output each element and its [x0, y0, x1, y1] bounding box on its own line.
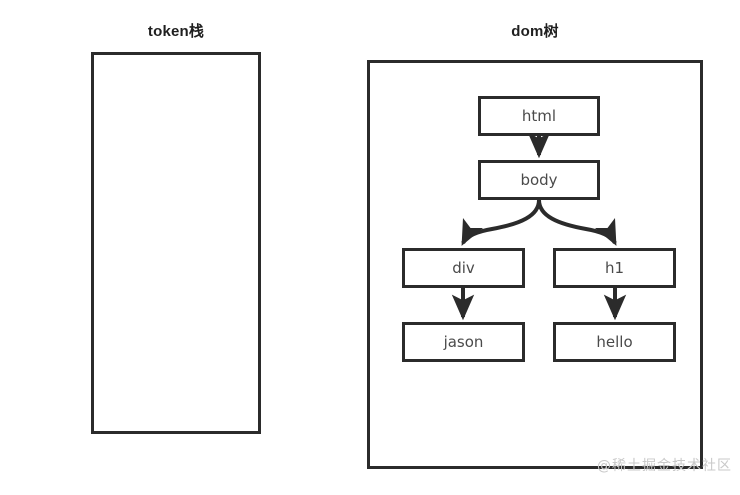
tree-node-hello: hello — [553, 322, 676, 362]
token-stack-title: token栈 — [147, 23, 205, 40]
tree-node-html: html — [478, 96, 600, 136]
tree-node-body: body — [478, 160, 600, 200]
watermark-text: @稀土掘金技术社区 — [597, 458, 732, 474]
tree-node-h1: h1 — [553, 248, 676, 288]
dom-tree-title: dom树 — [511, 23, 559, 40]
token-stack-container — [91, 52, 261, 434]
tree-node-div: div — [402, 248, 525, 288]
tree-node-jason: jason — [402, 322, 525, 362]
